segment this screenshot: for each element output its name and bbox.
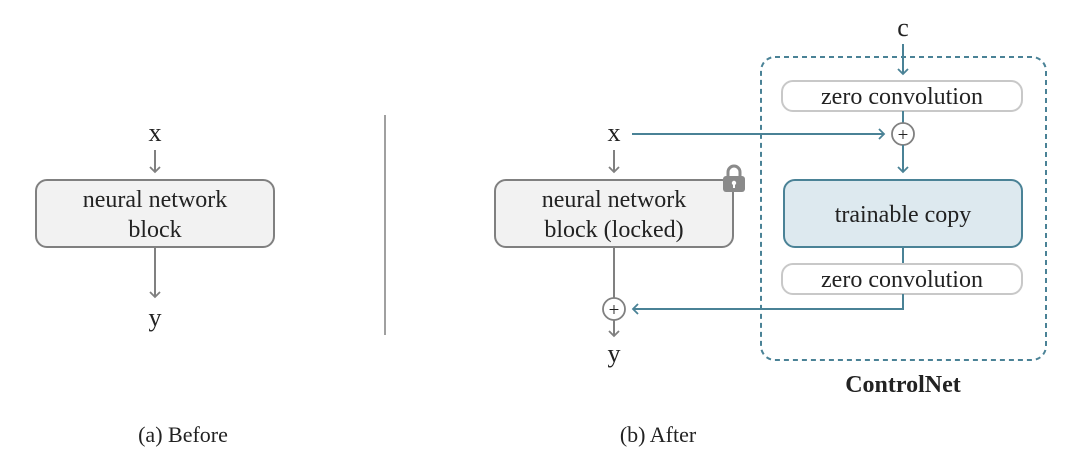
before-block-line2: block [128, 217, 181, 243]
panel-before: x neural network block y [35, 118, 275, 332]
lock-icon [723, 164, 745, 192]
after-input-label: x [608, 118, 621, 147]
add-node-bottom-symbol: + [609, 300, 620, 321]
before-block-line1: neural network [83, 187, 228, 213]
locked-block-line1: neural network [542, 187, 687, 213]
panel-after: c zero convolution + trainable copy zero… [494, 13, 1047, 398]
condition-label: c [897, 13, 909, 42]
trainable-copy-label: trainable copy [835, 202, 972, 228]
caption-before: (a) Before [138, 422, 228, 447]
before-input-label: x [149, 118, 162, 147]
zero-convolution-top-label: zero convolution [821, 84, 983, 110]
locked-block-line2: block (locked) [544, 217, 683, 243]
after-output-label: y [608, 339, 621, 368]
zero-conv-to-output-arrow [631, 294, 904, 315]
before-output-label: y [149, 303, 162, 332]
caption-after: (b) After [620, 422, 697, 447]
controlnet-label: ControlNet [845, 372, 961, 398]
zero-convolution-bottom-label: zero convolution [821, 267, 983, 293]
add-node-top-symbol: + [898, 125, 909, 146]
